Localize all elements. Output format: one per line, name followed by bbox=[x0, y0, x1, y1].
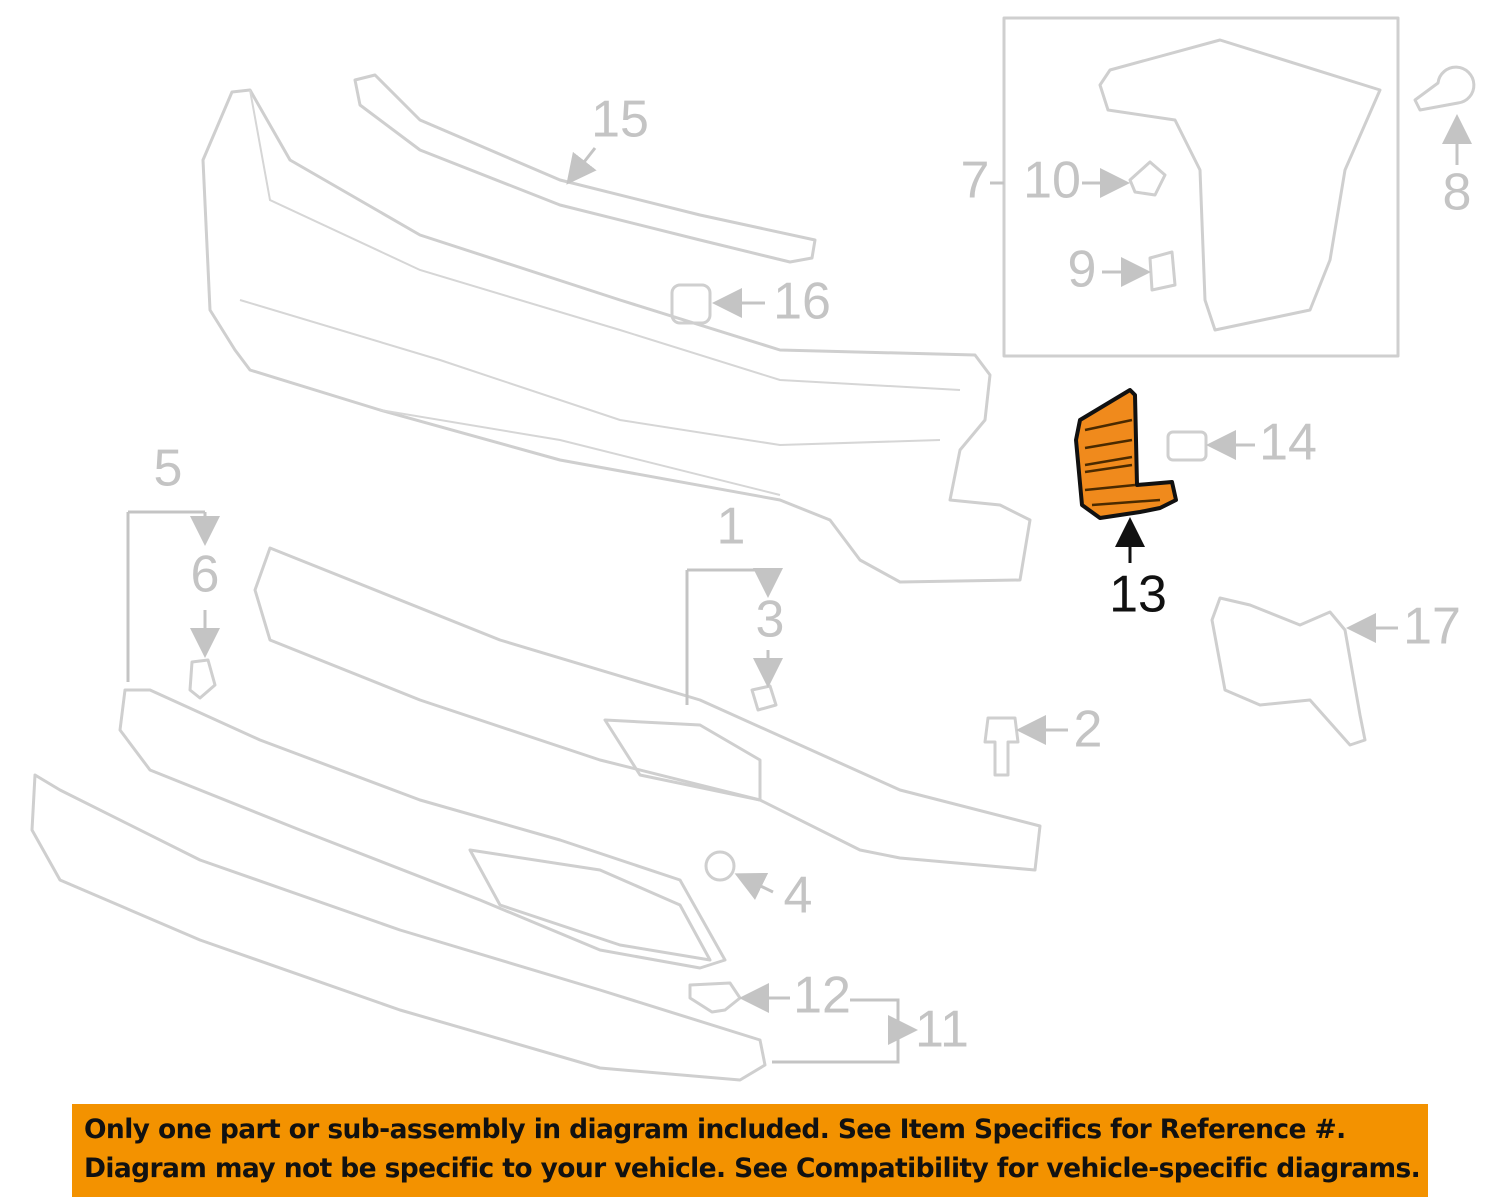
callout-6: 6 bbox=[191, 546, 220, 604]
callout-17: 17 bbox=[1403, 598, 1461, 656]
callout-3: 3 bbox=[756, 591, 785, 649]
callout-4: 4 bbox=[784, 867, 813, 925]
part-14-clip bbox=[1166, 430, 1208, 462]
callout-16: 16 bbox=[773, 273, 831, 331]
part-12-clip bbox=[688, 981, 742, 1014]
part-3-clip bbox=[750, 684, 778, 712]
callout-2: 2 bbox=[1074, 701, 1103, 759]
part-16-sensor-bracket bbox=[670, 283, 712, 325]
callout-10: 10 bbox=[1023, 152, 1081, 210]
callout-14: 14 bbox=[1259, 414, 1317, 472]
disclaimer-line-2: Diagram may not be specific to your vehi… bbox=[84, 1153, 1421, 1184]
disclaimer-line-1: Only one part or sub-assembly in diagram… bbox=[84, 1114, 1346, 1145]
callout-13: 13 bbox=[1109, 566, 1167, 624]
disclaimer-banner: Only one part or sub-assembly in diagram… bbox=[72, 1104, 1428, 1197]
callout-11: 11 bbox=[915, 1001, 969, 1059]
part-17-fog-lamp-bracket bbox=[1210, 596, 1367, 747]
callout-15: 15 bbox=[591, 91, 649, 149]
part-6-clip bbox=[188, 658, 217, 700]
part-4-cover bbox=[704, 850, 736, 882]
callout-12: 12 bbox=[793, 967, 851, 1025]
bumper-face-bar bbox=[201, 88, 1032, 584]
part-7-filler-panel bbox=[1098, 38, 1382, 332]
part-7-group-box bbox=[1002, 16, 1400, 358]
part-2-bolt bbox=[983, 716, 1020, 777]
part-15-upper-molding bbox=[353, 73, 817, 264]
part-8-push-pin bbox=[1413, 65, 1476, 112]
callout-9: 9 bbox=[1068, 241, 1097, 299]
part-10-clip bbox=[1128, 160, 1167, 197]
part-5-grille-assembly bbox=[118, 688, 727, 970]
part-9-clip bbox=[1148, 250, 1177, 292]
leader-lines bbox=[126, 114, 1472, 1064]
callout-1: 1 bbox=[717, 498, 746, 556]
part-1-lower-fascia bbox=[253, 546, 1042, 872]
part-11-skid-plate bbox=[30, 773, 767, 1082]
callout-5: 5 bbox=[154, 440, 183, 498]
callout-8: 8 bbox=[1443, 164, 1472, 222]
part-13-bracket-highlighted bbox=[1074, 388, 1178, 520]
callout-7: 7 bbox=[961, 152, 990, 210]
